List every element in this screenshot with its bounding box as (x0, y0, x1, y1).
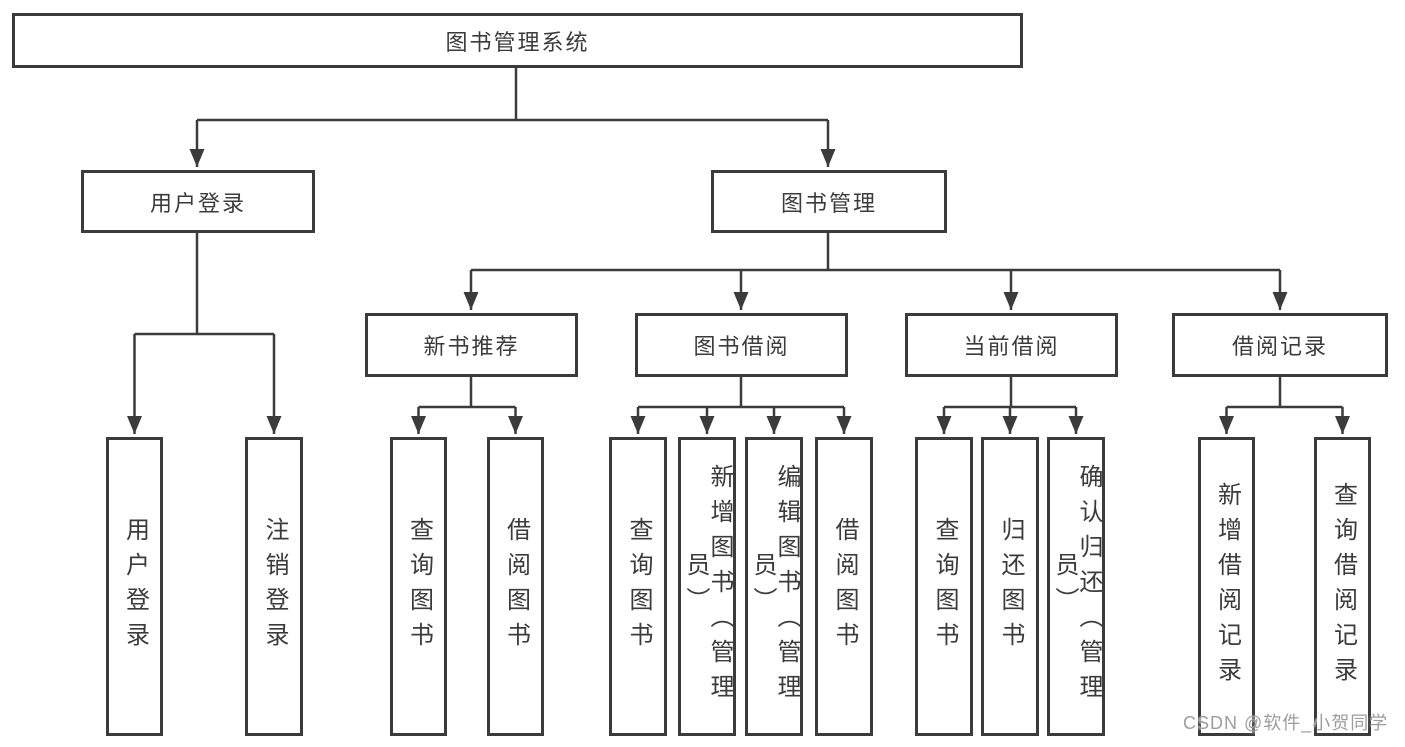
leaf-user-login: 用户登录 (106, 437, 163, 736)
leaf-br-query-record: 查询借阅记录 (1314, 437, 1371, 736)
leaf-bb-borrow-books: 借阅图书 (815, 437, 873, 736)
leaf-cb-return-books: 归还图书 (981, 437, 1039, 736)
node-borrowing-records: 借阅记录 (1172, 313, 1388, 377)
wire-group (127, 68, 1350, 434)
leaf-logout: 注销登录 (245, 437, 303, 736)
leaf-bb-add-book-admin: 新增图书（管理员） (678, 437, 736, 736)
leaf-bb-edit-book-admin: 编辑图书（管理员） (745, 437, 803, 736)
node-user-login: 用户登录 (81, 170, 315, 233)
leaf-cb-query-books: 查询图书 (915, 437, 973, 736)
leaf-nbr-query-books: 查询图书 (390, 437, 447, 736)
leaf-br-add-record: 新增借阅记录 (1198, 437, 1255, 736)
node-book-borrowing: 图书借阅 (635, 313, 848, 377)
leaf-nbr-borrow-books: 借阅图书 (487, 437, 544, 736)
leaf-cb-confirm-return-admin: 确认归还（管理员） (1047, 437, 1105, 736)
node-library-management-system: 图书管理系统 (12, 13, 1023, 68)
node-current-borrowing: 当前借阅 (905, 313, 1118, 377)
csdn-watermark: CSDN @软件_小贺同学 (1183, 713, 1389, 733)
leaf-bb-query-books: 查询图书 (609, 437, 667, 736)
node-new-book-recommendation: 新书推荐 (365, 313, 578, 377)
node-book-management: 图书管理 (711, 170, 947, 233)
